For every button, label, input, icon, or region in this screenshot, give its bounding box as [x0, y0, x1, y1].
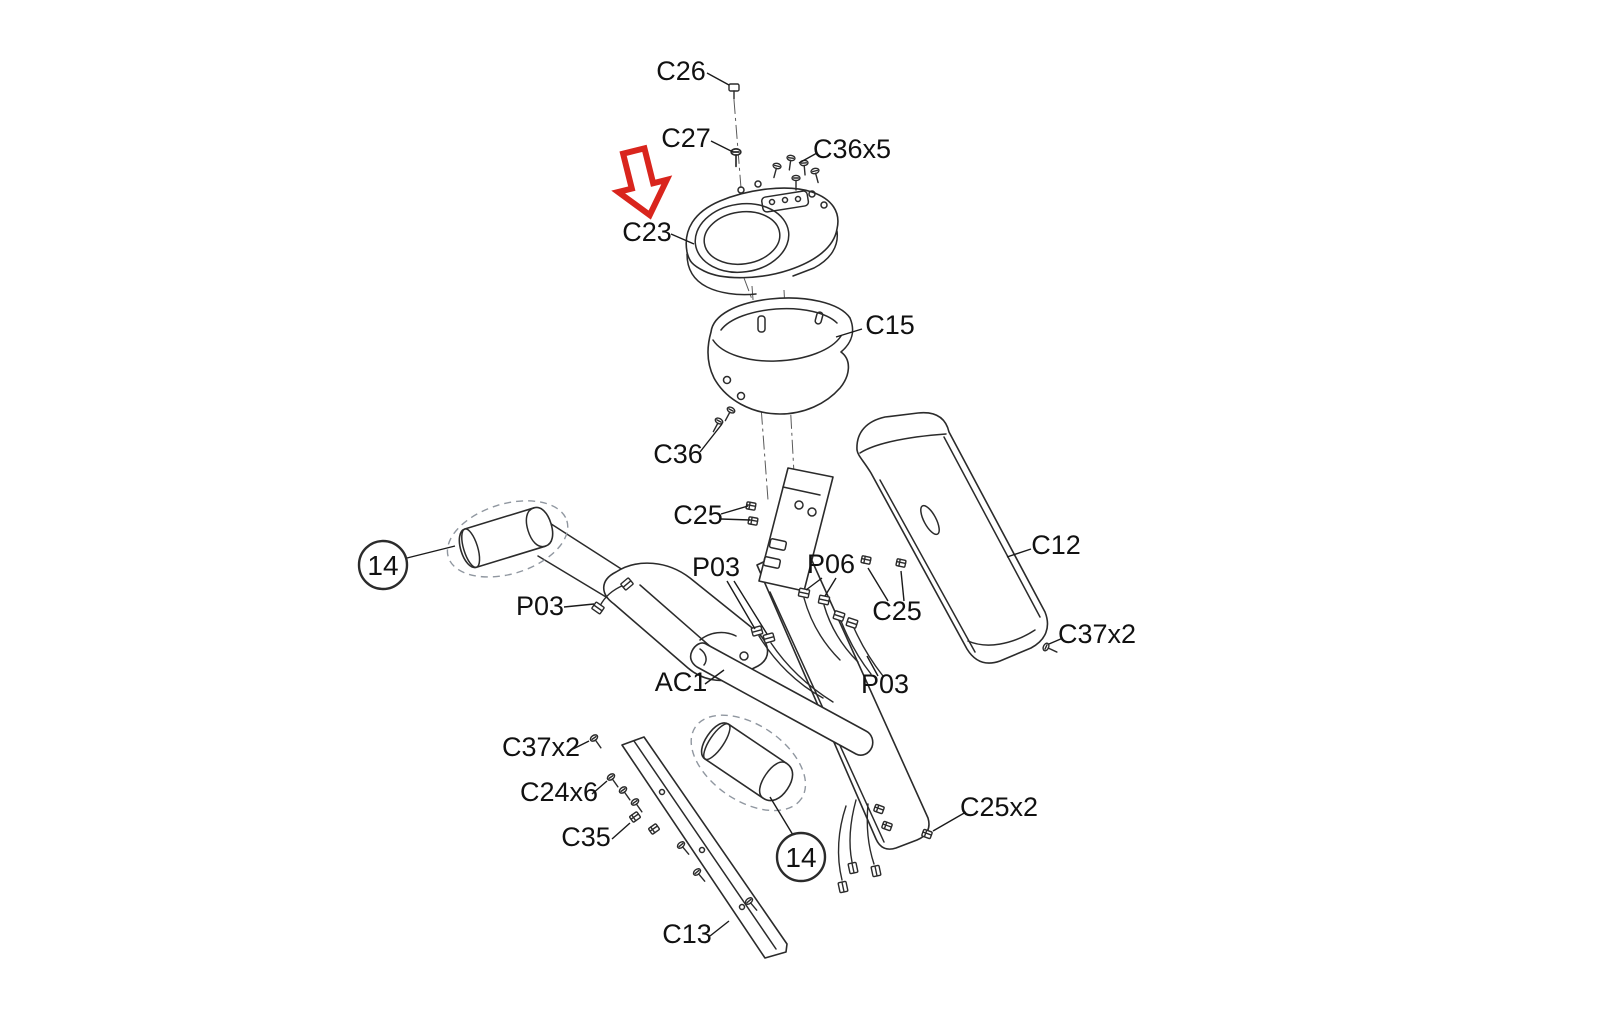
callout-c37x2-right: C37x2: [1058, 619, 1136, 649]
handlebar-grip-bottom: [690, 714, 807, 812]
callout-c24x6: C24x6: [520, 777, 598, 807]
callout-c35: C35: [561, 822, 611, 852]
balloon-14-bottom-label: 14: [785, 842, 816, 873]
balloon-14-bottom: 14: [769, 796, 827, 883]
balloon-14-left-label: 14: [367, 550, 398, 581]
callout-c37x2-left: C37x2: [502, 732, 580, 762]
rear-cover-panel: [856, 411, 1049, 664]
callout-p03-left: P03: [516, 591, 564, 621]
callout-ac1: AC1: [655, 667, 708, 697]
wire-harness-upper: [750, 587, 884, 703]
callout-c12: C12: [1031, 530, 1081, 560]
callout-labels: C26 C27 C36x5 C23 C15 C36 C25 C12 P03 P0…: [502, 56, 1136, 949]
callout-c15: C15: [865, 310, 915, 340]
callout-c13: C13: [662, 919, 712, 949]
handlebar-grip-top: [446, 500, 569, 578]
wire-harness-lower: [837, 799, 882, 894]
clips-c25-upper: [745, 501, 759, 526]
callout-c25-mid: C25: [872, 596, 922, 626]
callout-c27: C27: [661, 123, 711, 153]
balloon-14-left: 14: [357, 539, 456, 591]
callout-c26: C26: [656, 56, 706, 86]
callout-p06: P06: [807, 549, 855, 579]
console-top-cover: [685, 180, 839, 296]
callout-p03-center: P03: [692, 552, 740, 582]
wire-connector-left: [590, 577, 635, 615]
handlebar-assembly: [537, 519, 769, 682]
screw-c37x2-right: [1041, 641, 1060, 657]
screws-c36: [709, 405, 737, 435]
callout-c25x2: C25x2: [960, 792, 1038, 822]
callout-c23: C23: [622, 217, 672, 247]
console-rear-housing: [707, 297, 854, 415]
callout-c25-upper: C25: [673, 500, 723, 530]
callout-c36x5: C36x5: [813, 134, 891, 164]
red-arrow-marker: [611, 144, 673, 220]
leader-lines: [563, 72, 1064, 937]
clips-c35: [628, 810, 661, 836]
screw-c26: [728, 83, 740, 100]
clips-c25-mid: [860, 554, 907, 569]
crossbar-tube-ac1: [689, 642, 874, 756]
callout-c36: C36: [653, 439, 703, 469]
callout-p03-right: P03: [861, 669, 909, 699]
screw-c37x2-left: [588, 732, 605, 751]
